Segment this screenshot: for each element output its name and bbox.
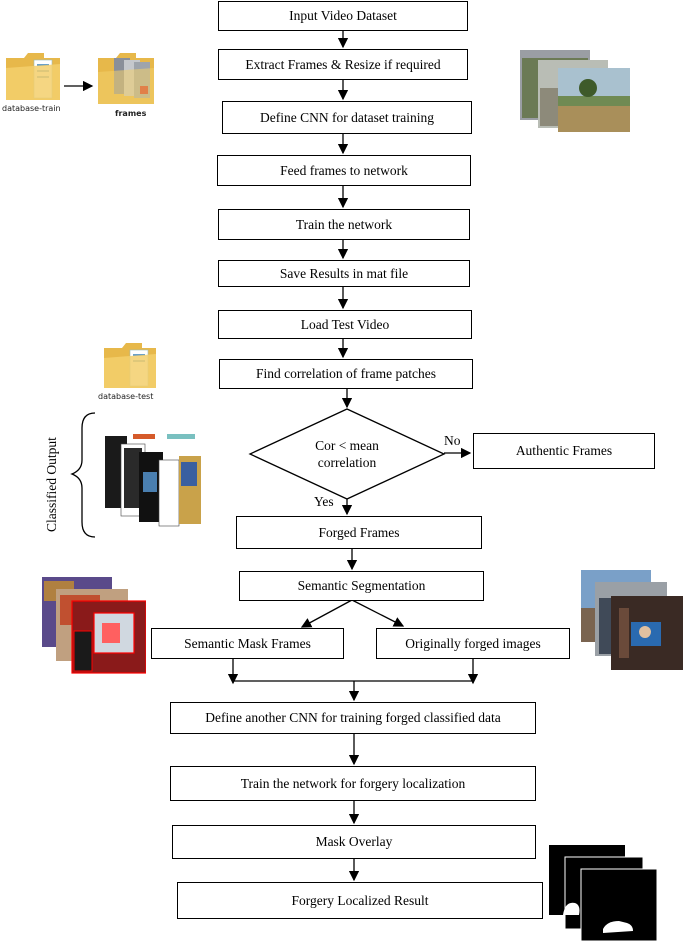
train-localization-box: Train the network for forgery localizati… <box>170 766 536 801</box>
classified-output-thumbnail <box>105 434 201 527</box>
train-network-box: Train the network <box>218 209 470 240</box>
semantic-segmentation-label: Semantic Segmentation <box>297 578 426 593</box>
forgery-localized-result-label: Forgery Localized Result <box>291 892 429 908</box>
find-correlation-box: Find correlation of frame patches <box>219 359 473 389</box>
database-test-label: database-test <box>98 392 154 401</box>
semantic-segmentation-box: Semantic Segmentation <box>239 571 484 601</box>
mask-result-thumbnail <box>549 845 658 942</box>
define-another-cnn-box: Define another CNN for training forged c… <box>170 702 536 734</box>
decision-line-2: correlation <box>317 455 377 470</box>
originally-forged-images-box: Originally forged images <box>376 628 570 659</box>
save-results-label: Save Results in mat file <box>279 265 409 281</box>
forged-images-thumbnail <box>581 570 683 670</box>
decision-line-1: Cor < mean <box>315 438 379 453</box>
train-localization-label: Train the network for forgery localizati… <box>240 775 466 791</box>
video-frames-thumbnail <box>520 50 630 132</box>
feed-frames-label: Feed frames to network <box>280 162 408 178</box>
segmentation-thumbnail <box>42 577 146 674</box>
mask-overlay-box: Mask Overlay <box>172 825 536 859</box>
no-branch-label: No <box>444 433 461 448</box>
feed-frames-box: Feed frames to network <box>217 155 471 186</box>
find-correlation-label: Find correlation of frame patches <box>256 366 436 381</box>
define-cnn-label: Define CNN for dataset training <box>260 109 434 125</box>
forged-frames-box: Forged Frames <box>236 516 482 549</box>
yes-branch-label: Yes <box>314 494 334 509</box>
frames-folder-icon <box>98 53 154 104</box>
extract-frames-box: Extract Frames & Resize if required <box>218 49 468 80</box>
authentic-frames-box: Authentic Frames <box>473 433 655 469</box>
authentic-frames-label: Authentic Frames <box>515 443 613 458</box>
semantic-mask-frames-label: Semantic Mask Frames <box>184 635 311 651</box>
database-train-label: database-train <box>2 104 61 113</box>
database-test-folder-icon <box>104 343 156 388</box>
load-test-video-box: Load Test Video <box>218 310 472 339</box>
load-test-video-label: Load Test Video <box>300 316 390 332</box>
save-results-box: Save Results in mat file <box>218 260 470 287</box>
forged-frames-label: Forged Frames <box>318 524 400 540</box>
folder-icon <box>6 53 60 100</box>
frames-label: frames <box>115 109 147 118</box>
input-video-dataset-label: Input Video Dataset <box>289 8 397 23</box>
define-another-cnn-label: Define another CNN for training forged c… <box>205 710 501 725</box>
train-network-label: Train the network <box>295 216 393 232</box>
decision-text: Cor < mean correlation <box>287 437 407 471</box>
classified-output-label: Classified Output <box>44 437 59 532</box>
forgery-localized-result-box: Forgery Localized Result <box>177 882 543 919</box>
mask-overlay-label: Mask Overlay <box>315 834 393 849</box>
decision-diamond <box>248 408 446 500</box>
define-cnn-box: Define CNN for dataset training <box>222 101 472 134</box>
input-video-dataset-box: Input Video Dataset <box>218 1 468 31</box>
extract-frames-label: Extract Frames & Resize if required <box>245 56 441 72</box>
originally-forged-images-label: Originally forged images <box>405 635 541 651</box>
classified-output-brace <box>70 412 96 538</box>
semantic-mask-frames-box: Semantic Mask Frames <box>151 628 344 659</box>
